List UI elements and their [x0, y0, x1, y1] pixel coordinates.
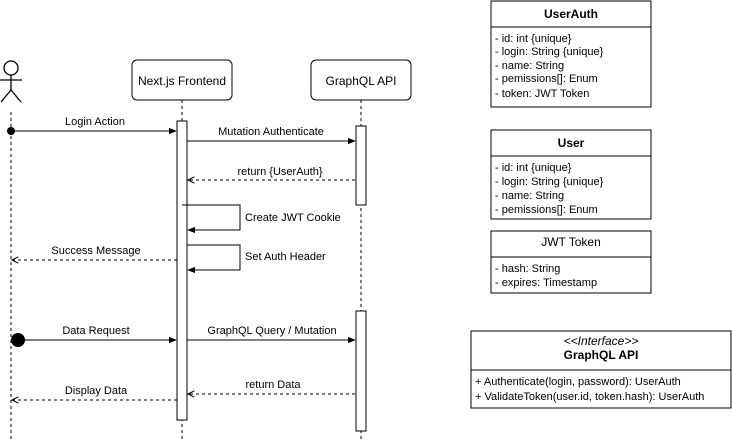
set-auth-header-label: Set Auth Header: [245, 251, 326, 263]
class-jwt-field: - hash: String: [495, 263, 560, 275]
frontend-activation-bar: [176, 120, 188, 421]
display-data-label: Display Data: [65, 385, 128, 397]
class-user-field: - name: String: [495, 190, 564, 202]
class-userauth-field: - pemissions[]: Enum: [495, 73, 598, 85]
success-message-label: Success Message: [51, 245, 140, 257]
interface-title: GraphQL API: [564, 348, 639, 362]
class-jwt-title: JWT Token: [541, 235, 601, 249]
class-userauth-field: - login: String {unique}: [495, 46, 604, 58]
class-user-field: - pemissions[]: Enum: [495, 204, 598, 216]
class-userauth-field: - token: JWT Token: [495, 88, 589, 100]
class-jwt-field: - expires: Timestamp: [495, 277, 597, 289]
return-userauth-label: return {UserAuth}: [238, 166, 323, 178]
create-jwt-cookie-self-arrow: [182, 204, 241, 234]
mutation-authenticate-label: Mutation Authenticate: [218, 126, 324, 138]
api-lifeline-label: GraphQL API: [326, 74, 397, 88]
interface-graphql-api: <<Interface>> GraphQL API + Authenticate…: [470, 330, 732, 409]
interface-method: + ValidateToken(user.id, token.hash): Us…: [475, 391, 704, 403]
class-userauth-field: - id: int {unique}: [495, 33, 572, 45]
return-data-label: return Data: [245, 379, 301, 391]
class-userauth: UserAuth - id: int {unique} - login: Str…: [490, 0, 652, 108]
class-jwt-token: JWT Token - hash: String - expires: Time…: [490, 230, 652, 294]
interface-method: + Authenticate(login, password): UserAut…: [475, 376, 681, 388]
class-user-field: - id: int {unique}: [495, 162, 572, 174]
class-user-field: - login: String {unique}: [495, 176, 604, 188]
login-action-label: Login Action: [65, 116, 125, 128]
interface-stereotype: <<Interface>>: [564, 334, 639, 348]
class-user: User - id: int {unique} - login: String …: [490, 129, 652, 220]
class-userauth-title: UserAuth: [544, 7, 598, 21]
graphql-query-label: GraphQL Query / Mutation: [207, 325, 336, 337]
set-auth-header-self-arrow: [187, 244, 241, 274]
data-request-label: Data Request: [62, 325, 129, 337]
api-activation-bar-2: [355, 310, 367, 432]
frontend-lifeline-label: Next.js Frontend: [138, 74, 226, 88]
api-activation-bar-1: [355, 125, 367, 206]
create-jwt-cookie-label: Create JWT Cookie: [245, 212, 341, 224]
class-userauth-field: - name: String: [495, 60, 564, 72]
actor-user-icon: [0, 60, 22, 103]
class-user-title: User: [558, 136, 585, 150]
